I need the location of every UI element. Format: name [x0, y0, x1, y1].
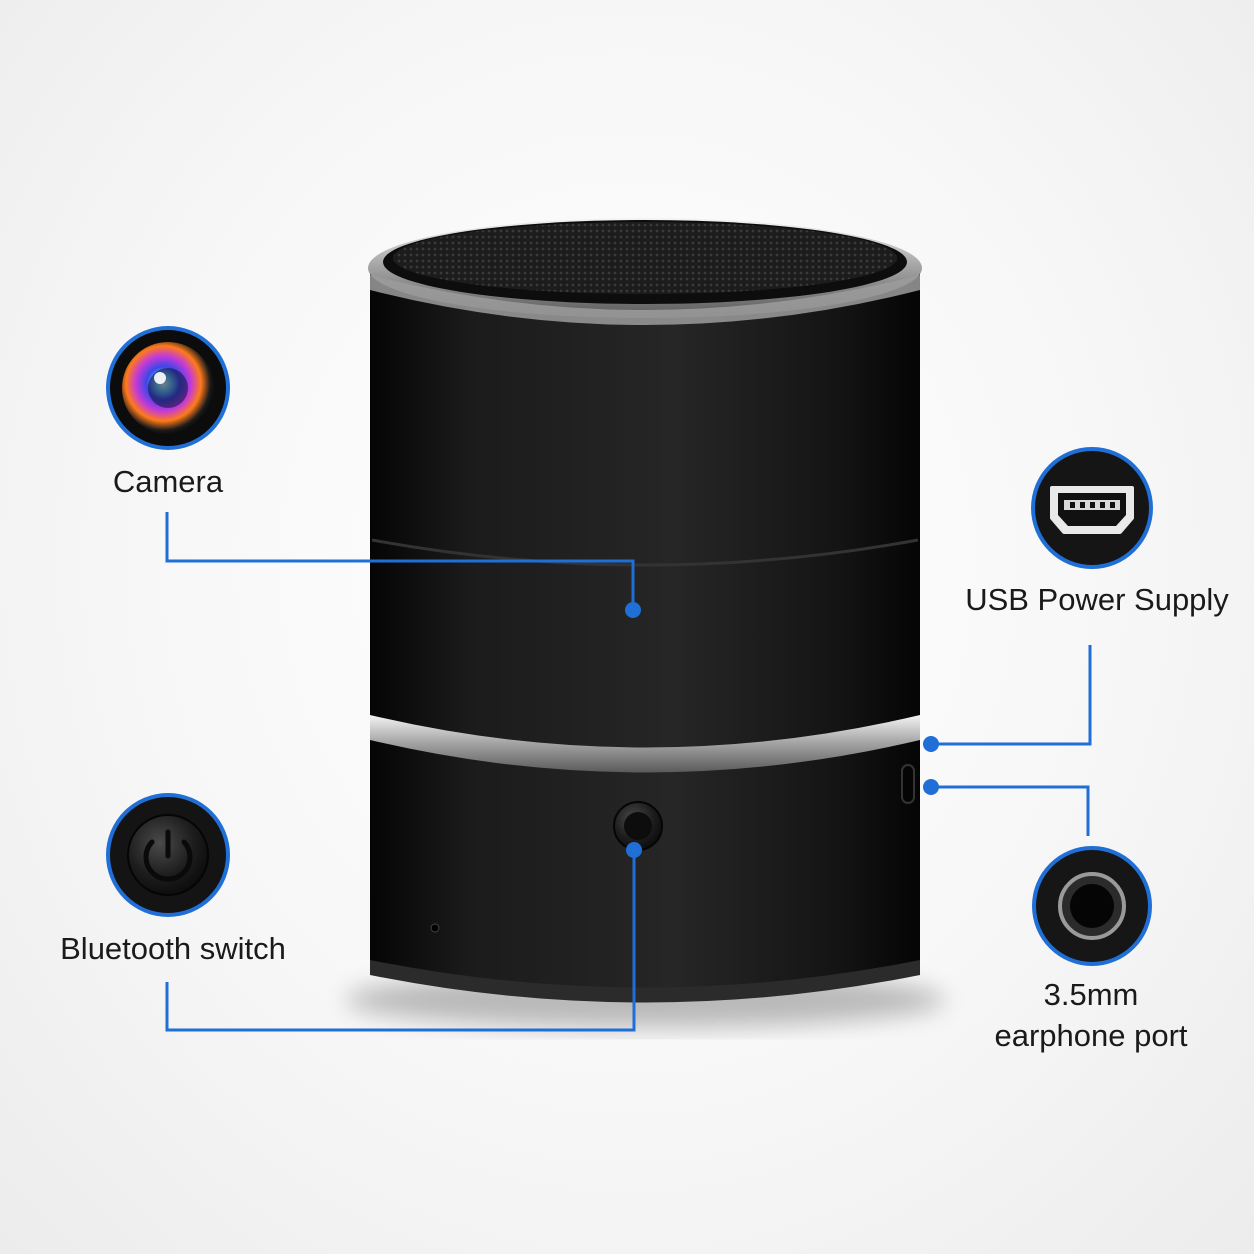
microphone-hole [430, 923, 440, 933]
leader-lines [165, 512, 1092, 1032]
camera-label: Camera [112, 464, 224, 499]
speaker-grille [393, 222, 897, 294]
earphone-port-label-line1: 3.5mm [1043, 977, 1139, 1012]
speaker-camera-device [368, 218, 922, 1003]
rotating-seam [371, 538, 919, 567]
earphone-port-label-line2: earphone port [994, 1017, 1188, 1053]
camera-leader-line [165, 512, 635, 610]
bluetooth-leader-line [165, 850, 636, 1032]
camera-dot [625, 602, 641, 618]
usb-power-supply-label: USB Power Supply [965, 582, 1229, 617]
audio-jack-icon [1032, 846, 1152, 966]
usb-dot [923, 736, 939, 752]
side-earphone-port[interactable] [901, 764, 915, 804]
power-button-icon [106, 793, 230, 917]
earphone-dot [923, 779, 939, 795]
leader-dots [625, 602, 939, 858]
usb-leader-line [931, 645, 1092, 746]
camera-lens-icon [106, 326, 230, 450]
bluetooth-switch-label: Bluetooth switch [60, 931, 286, 966]
mini-usb-port-icon [1031, 447, 1153, 569]
earphone-port-label: 3.5mm earphone port [975, 975, 1207, 1057]
chrome-band [370, 715, 920, 773]
earphone-leader-line [931, 785, 1090, 836]
bluetooth-dot [626, 842, 642, 858]
